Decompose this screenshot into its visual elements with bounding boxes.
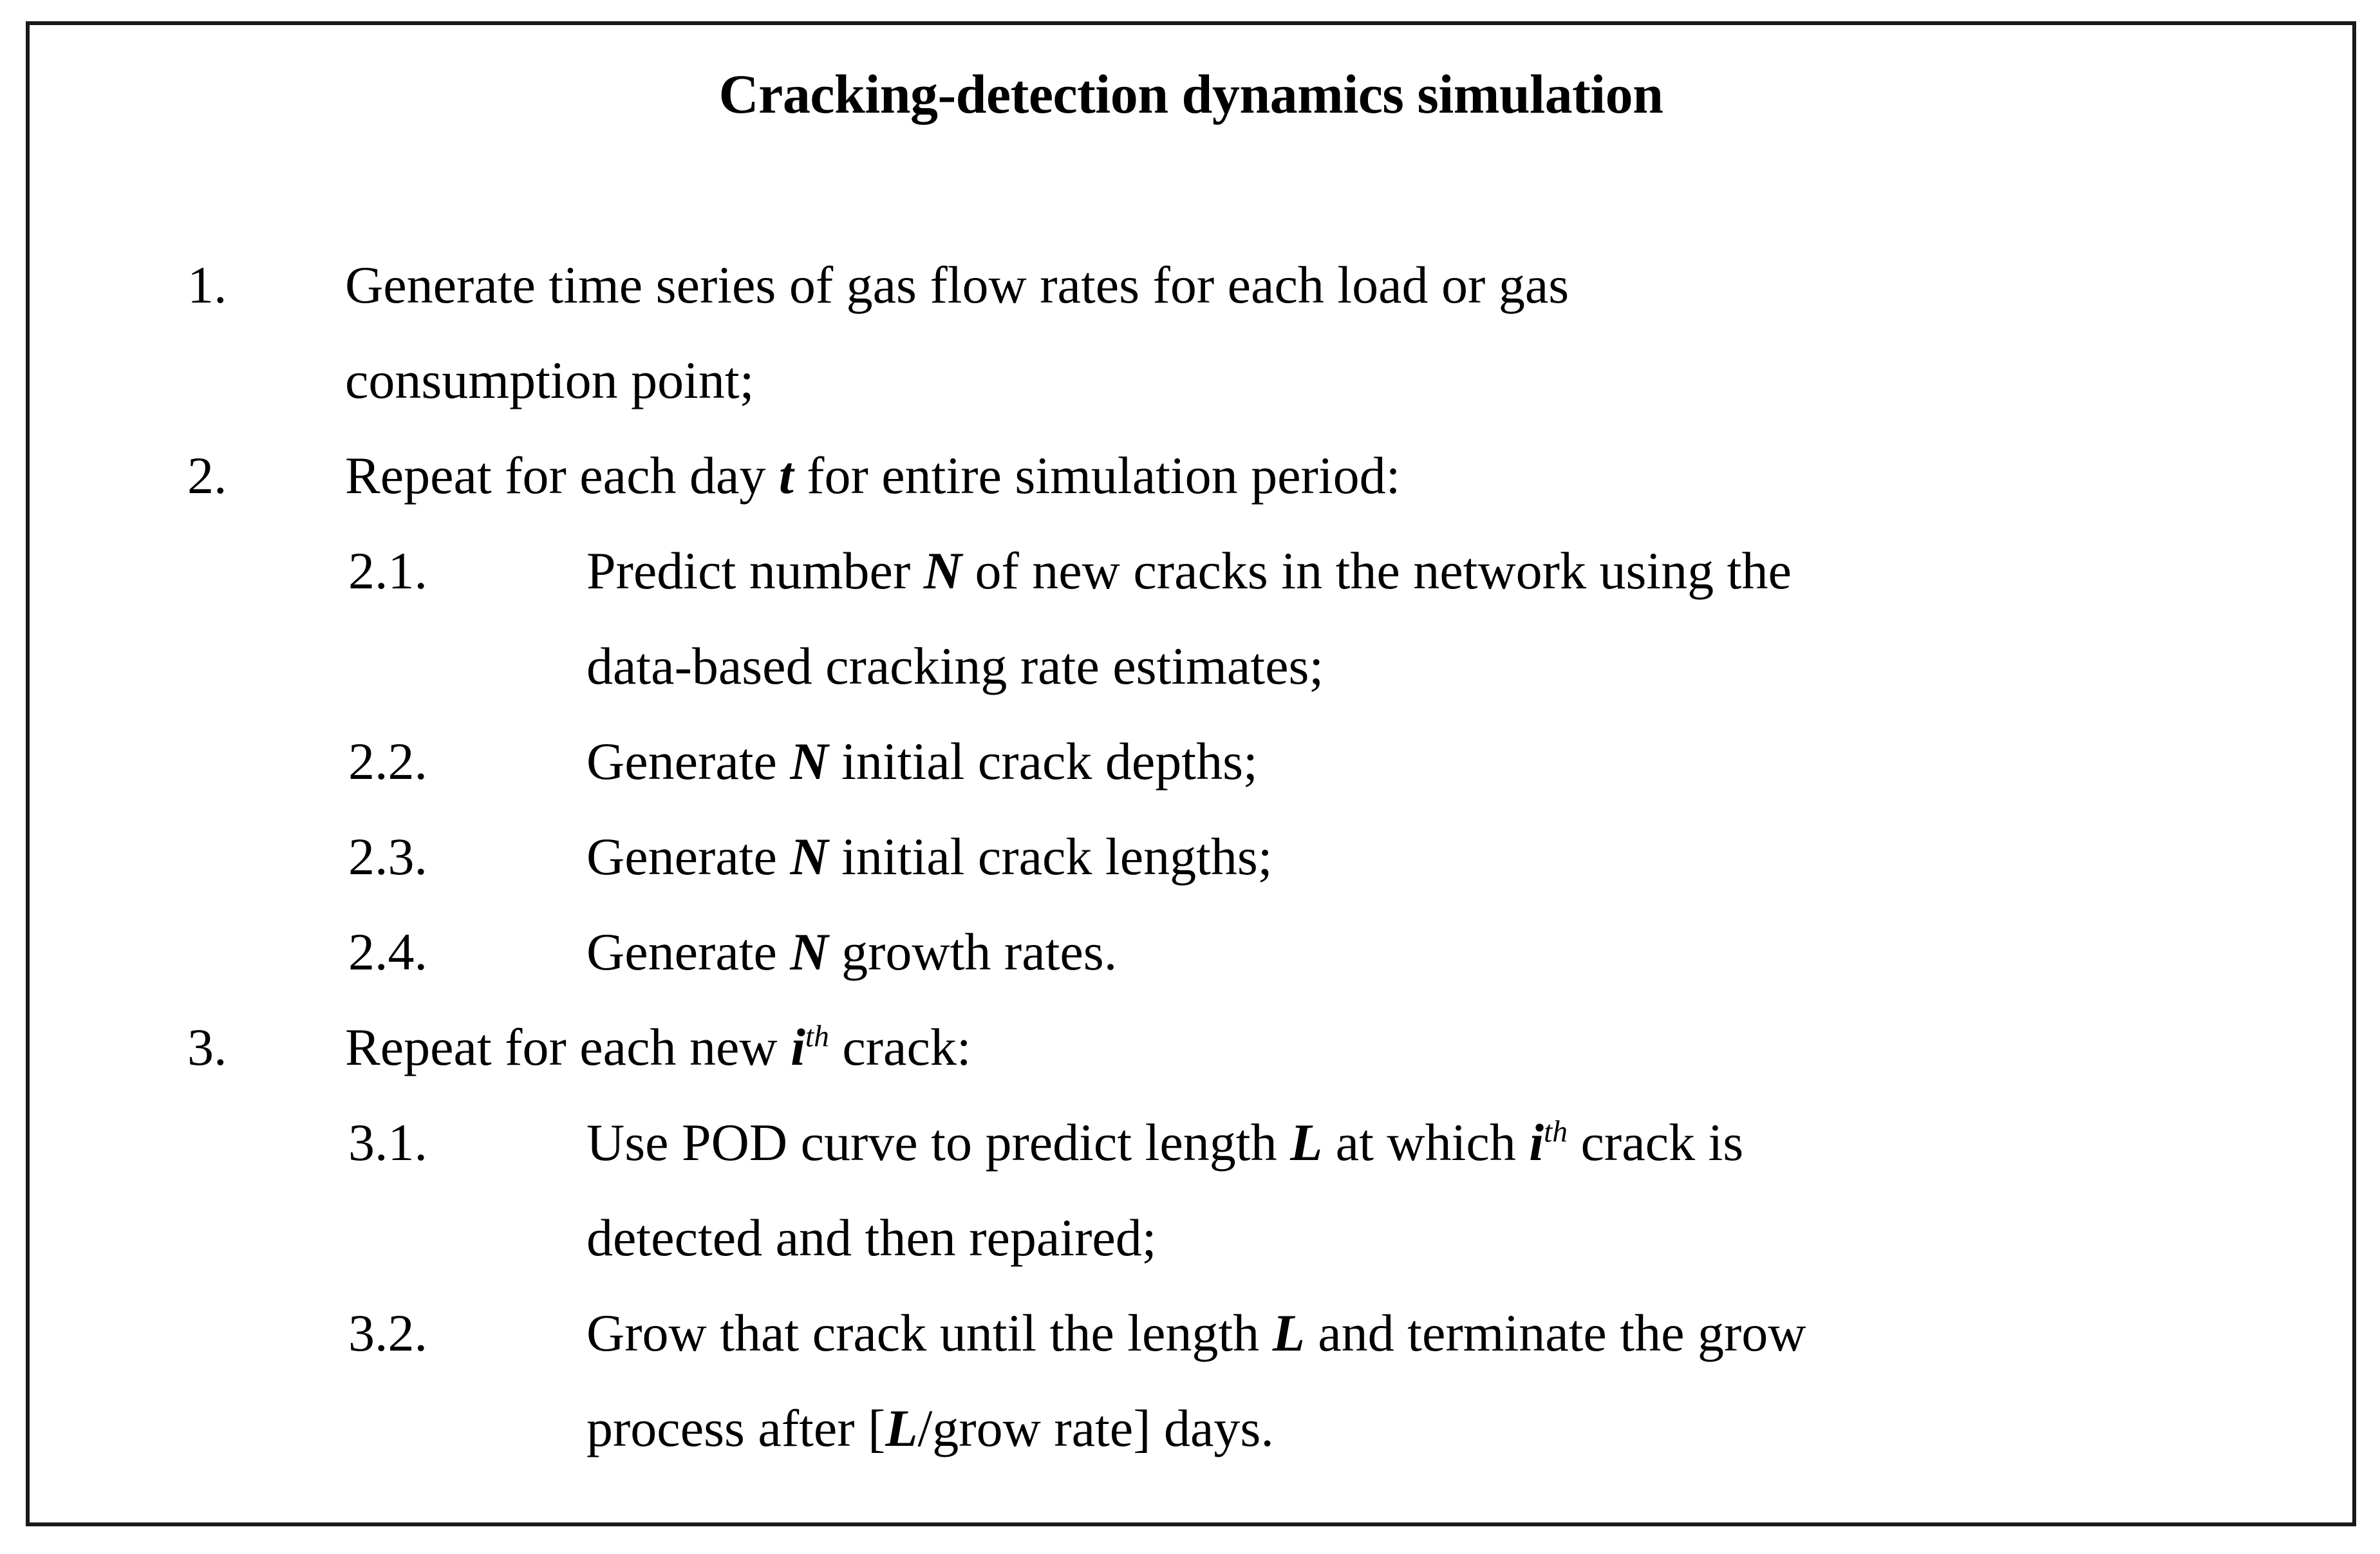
ordinal-suffix-th: th: [1544, 1115, 1568, 1149]
list-item-2: 2. Repeat for each day t for entire simu…: [30, 428, 2352, 523]
list-marker-3-1: 3.1.: [348, 1113, 427, 1172]
list-text-3-1-part3: crack is: [1568, 1113, 1744, 1172]
list-marker-2-2: 2.2.: [348, 732, 427, 791]
list-text-2-2-part1: Generate: [586, 732, 791, 791]
variable-n: N: [790, 922, 829, 981]
list-item-2-3: 2.3. Generate N initial crack lengths;: [30, 809, 2352, 904]
list-marker-3: 3.: [187, 1018, 227, 1076]
list-text-2-4: Generate N growth rates.: [586, 904, 1117, 1000]
list-text-3-2-line2: process after [L/grow rate] days.: [586, 1381, 1274, 1476]
list-text-2-1: Predict number N of new cracks in the ne…: [586, 523, 1792, 619]
list-text-3-2-part2: and terminate the grow: [1304, 1304, 1806, 1362]
list-marker-2-1: 2.1.: [348, 541, 427, 600]
ordinal-suffix-th: th: [805, 1020, 829, 1054]
list-item-2-2: 2.2. Generate N initial crack depths;: [30, 714, 2352, 809]
list-item-3-1: 3.1. Use POD curve to predict length L a…: [30, 1095, 2352, 1190]
variable-i: i: [791, 1018, 805, 1076]
list-marker-2: 2.: [187, 446, 227, 505]
variable-t: t: [778, 446, 794, 505]
list-marker-2-4: 2.4.: [348, 922, 427, 981]
variable-l: L: [1290, 1113, 1323, 1172]
list-item-3-2: 3.2. Grow that crack until the length L …: [30, 1286, 2352, 1381]
list-text-3-part1: Repeat for each new: [345, 1018, 791, 1076]
list-text-2-part2: for entire simulation period:: [793, 446, 1401, 505]
list-text-3: Repeat for each new ith crack:: [345, 1000, 971, 1095]
list-text-2-3: Generate N initial crack lengths;: [586, 809, 1273, 904]
list-text-3-2-line2-part2: /grow rate] days.: [917, 1399, 1274, 1457]
list-text-3-1-part2: at which: [1322, 1113, 1530, 1172]
list-text-2-3-part1: Generate: [586, 827, 791, 886]
list-text-1-line2: consumption point;: [345, 351, 754, 409]
variable-l: L: [1272, 1304, 1305, 1362]
list-item-3-2-continuation: process after [L/grow rate] days.: [30, 1381, 2352, 1476]
list-text-3-part2: crack:: [829, 1018, 971, 1076]
list-text-3-2-part1: Grow that crack until the length: [586, 1304, 1273, 1362]
procedure-list: 1. Generate time series of gas flow rate…: [30, 238, 2352, 1476]
list-text-2-2-part2: initial crack depths;: [828, 732, 1258, 791]
variable-n: N: [790, 827, 829, 886]
list-item-2-1-continuation: data-based cracking rate estimates;: [30, 619, 2352, 714]
list-text-3-1-part1: Use POD curve to predict length: [586, 1113, 1291, 1172]
variable-l: L: [885, 1399, 918, 1457]
list-text-2-1-line2: data-based cracking rate estimates;: [586, 637, 1324, 695]
list-text-3-1-line2: detected and then repaired;: [586, 1208, 1157, 1267]
variable-n: N: [923, 541, 962, 600]
list-text-3-1: Use POD curve to predict length L at whi…: [586, 1095, 1743, 1190]
figure-title: Cracking-detection dynamics simulation: [718, 63, 1663, 125]
list-text-2-4-part1: Generate: [586, 922, 791, 981]
list-item-1: 1. Generate time series of gas flow rate…: [30, 238, 2352, 333]
list-text-2: Repeat for each day t for entire simulat…: [345, 428, 1400, 523]
list-text-2-1-part2: of new cracks in the network using the: [961, 541, 1792, 600]
list-item-3-1-continuation: detected and then repaired;: [30, 1190, 2352, 1286]
list-marker-3-2: 3.2.: [348, 1304, 427, 1362]
variable-n: N: [790, 732, 829, 791]
variable-i: i: [1529, 1113, 1544, 1172]
list-text-2-3-part2: initial crack lengths;: [828, 827, 1273, 886]
list-text-1: Generate time series of gas flow rates f…: [345, 256, 1569, 314]
list-text-2-4-part2: growth rates.: [828, 922, 1118, 981]
list-item-2-1: 2.1. Predict number N of new cracks in t…: [30, 523, 2352, 619]
list-text-2-2: Generate N initial crack depths;: [586, 714, 1258, 809]
figure-box: Cracking-detection dynamics simulation 1…: [26, 21, 2356, 1526]
list-item-1-continuation: consumption point;: [30, 333, 2352, 428]
list-marker-2-3: 2.3.: [348, 827, 427, 886]
list-text-3-2: Grow that crack until the length L and t…: [586, 1286, 1806, 1381]
list-marker-1: 1.: [187, 256, 227, 314]
list-text-2-1-part1: Predict number: [586, 541, 924, 600]
list-item-2-4: 2.4. Generate N growth rates.: [30, 904, 2352, 1000]
list-text-3-2-line2-part1: process after [: [586, 1399, 886, 1457]
list-item-3: 3. Repeat for each new ith crack:: [30, 1000, 2352, 1095]
list-text-2-part1: Repeat for each day: [345, 446, 779, 505]
